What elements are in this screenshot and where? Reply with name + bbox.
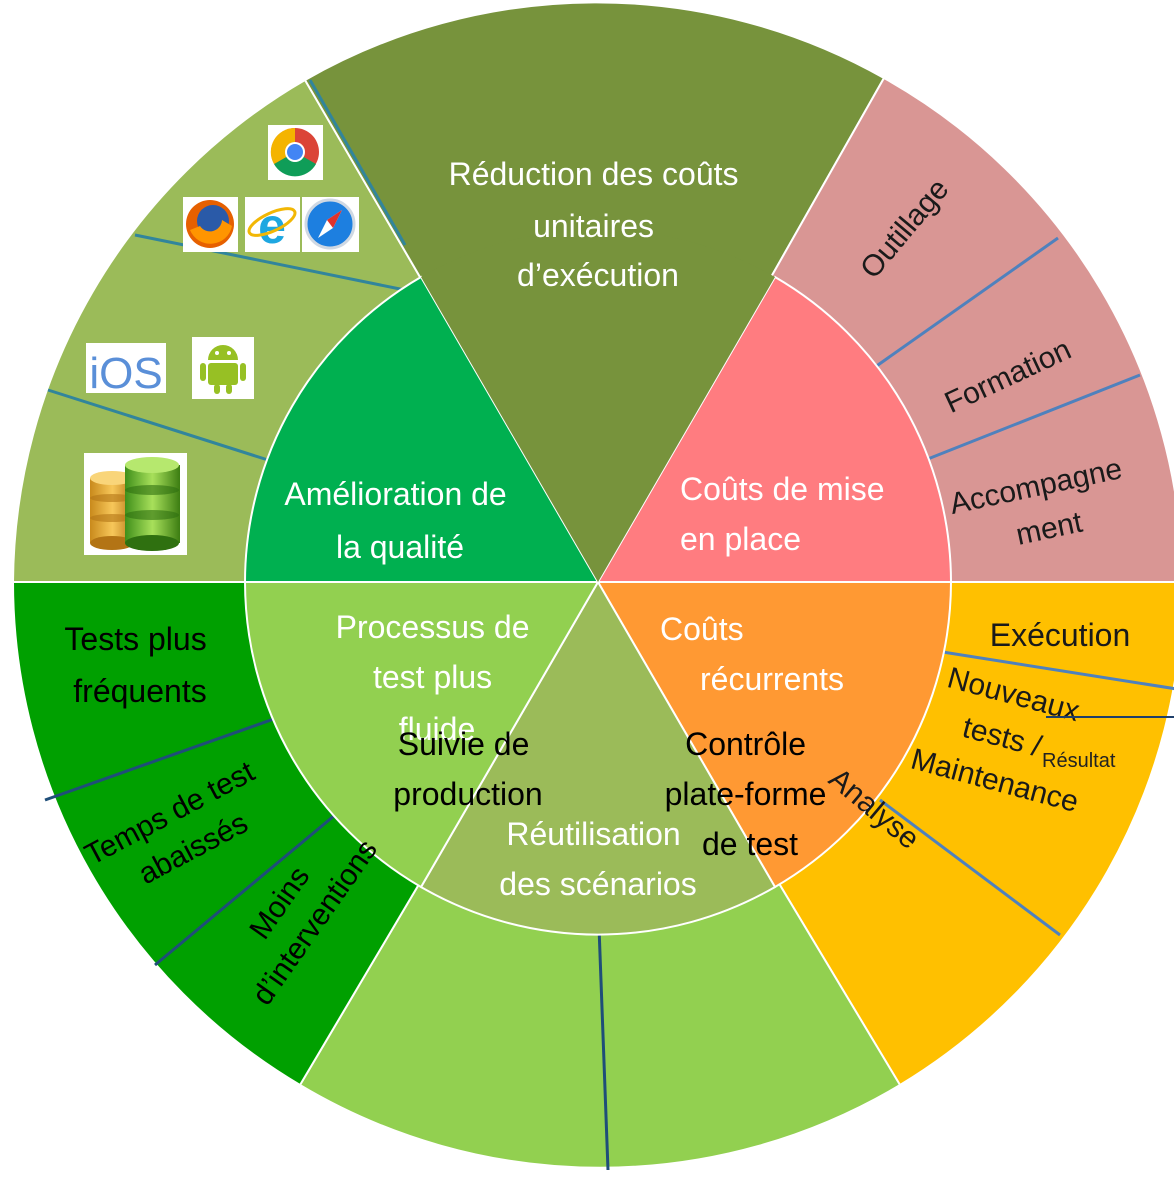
android-icon xyxy=(192,337,254,399)
result-caption: Résultat xyxy=(1042,750,1116,772)
separator-line xyxy=(929,648,1174,691)
label-couts-mise: Coûts de mise en place xyxy=(680,471,893,557)
label-reduction: Réduction des coûts unitaires d’exécutio… xyxy=(449,156,748,293)
svg-text:iOS: iOS xyxy=(89,349,162,398)
separator-line xyxy=(308,79,407,246)
inner-segment-process xyxy=(243,581,600,889)
inner-segment-reduction xyxy=(421,229,775,583)
separator-line xyxy=(596,899,610,1171)
label-couts-recurrents: Coûts récurrents xyxy=(660,611,844,697)
safari-icon xyxy=(302,197,359,252)
separator-line xyxy=(154,813,336,967)
firefox-icon xyxy=(183,197,238,252)
inner-segment-quality xyxy=(243,275,600,583)
separator-line xyxy=(47,388,269,462)
database-icon xyxy=(84,453,187,555)
separator-line xyxy=(44,713,286,802)
inner-segment-recurring xyxy=(596,581,953,889)
ios-icon: iOS xyxy=(86,343,166,398)
separator-line xyxy=(899,373,1141,472)
label-execution: Exécution xyxy=(990,617,1131,653)
corner-divider xyxy=(1046,716,1174,718)
label-tests-frequents: Tests plus fréquents xyxy=(64,621,215,709)
label-reutilisation: Réutilisation des scénarios xyxy=(499,816,696,902)
inner-segment-setup xyxy=(596,275,953,583)
label-controle: Contrôle plate-forme de test xyxy=(665,726,836,862)
label-suivie: Suivie de production xyxy=(393,726,542,812)
inner-segment-reuse xyxy=(419,580,777,936)
separator-line xyxy=(134,233,406,292)
label-amelioration: Amélioration de la qualité xyxy=(284,476,515,565)
ie-icon: e xyxy=(245,197,300,254)
separator-line xyxy=(879,798,1061,937)
chrome-icon xyxy=(268,125,323,180)
label-processus: Processus de test plus fluide xyxy=(336,609,539,747)
